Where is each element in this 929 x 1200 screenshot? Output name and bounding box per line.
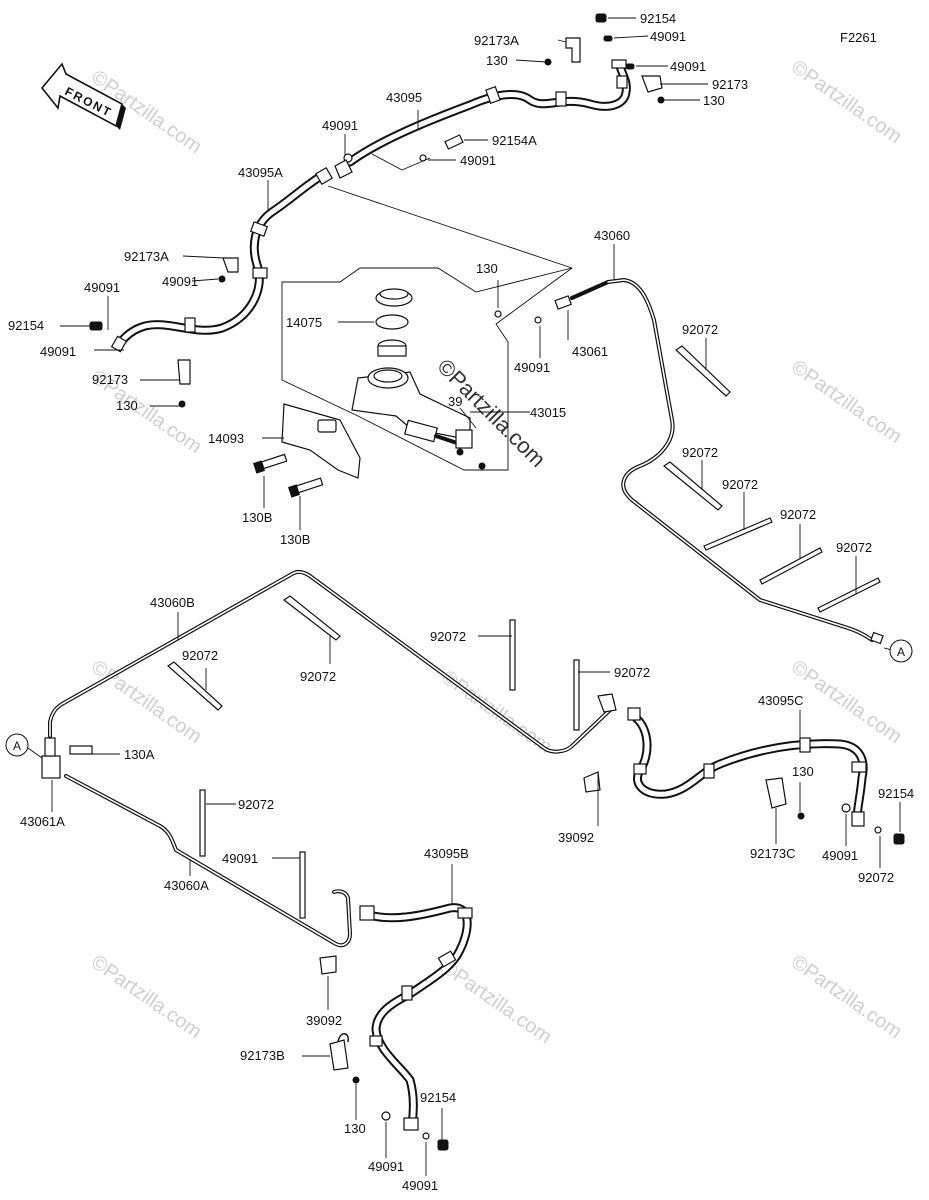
master-cylinder-leaders — [262, 280, 569, 530]
label-49091: 49091 — [368, 1159, 404, 1174]
part-labels: 92154 92173A 49091 130 49091 92173 130 4… — [8, 11, 914, 1193]
label-130: 130 — [792, 764, 814, 779]
watermark-layer: ©Partzilla.com ©Partzilla.com ©Partzilla… — [87, 56, 905, 1048]
label-39: 39 — [448, 394, 462, 409]
watermark: ©Partzilla.com — [87, 951, 205, 1043]
upper-leader-lines — [60, 17, 708, 407]
label-39092: 39092 — [306, 1013, 342, 1028]
watermark: ©Partzilla.com — [437, 956, 555, 1048]
watermark: ©Partzilla.com — [787, 951, 905, 1043]
label-92072: 92072 — [780, 507, 816, 522]
label-92072: 92072 — [722, 477, 758, 492]
label-43061a: 43061A — [20, 814, 65, 829]
label-49091: 49091 — [402, 1178, 438, 1193]
label-43060b: 43060B — [150, 595, 195, 610]
label-43015: 43015 — [530, 405, 566, 420]
label-92154: 92154 — [640, 11, 676, 26]
label-92072: 92072 — [430, 629, 466, 644]
label-92072: 49091 — [222, 851, 258, 866]
front-arrow-icon: FRONT — [40, 62, 126, 130]
label-49091: 49091 — [650, 29, 686, 44]
label-130: 130 — [486, 53, 508, 68]
label-92072: 92072 — [614, 665, 650, 680]
label-92154: 92154 — [8, 318, 44, 333]
label-43095: 43095 — [386, 90, 422, 105]
label-92154a: 92154A — [492, 133, 537, 148]
ref-a-right-text: A — [897, 645, 905, 659]
label-92072: 92072 — [300, 669, 336, 684]
label-92072: 92072 — [238, 797, 274, 812]
master-cylinder-group — [253, 185, 610, 498]
label-49091: 49091 — [84, 280, 120, 295]
label-130b: 130B — [280, 532, 310, 547]
upper-hose-43095a — [110, 166, 334, 353]
pipe-43060a — [64, 774, 352, 948]
hose-43095b — [359, 864, 473, 1131]
label-49091: 92072 — [858, 870, 894, 885]
label-49091: 130 — [476, 261, 498, 276]
label-92072: 92072 — [182, 648, 218, 663]
label-43060a: 43060A — [164, 878, 209, 893]
label-92173b: 92173B — [240, 1048, 285, 1063]
ref-a-left-text: A — [13, 739, 21, 753]
label-43095a: 43095A — [238, 165, 283, 180]
label-92173c: 92173C — [750, 846, 796, 861]
label-43061: 43061 — [572, 344, 608, 359]
label-14075: 14075 — [286, 315, 322, 330]
ref-point-a-left: A — [5, 733, 43, 759]
label-92173a: 92173A — [124, 249, 169, 264]
hose-43095c — [627, 707, 868, 827]
label-92072: 92072 — [836, 540, 872, 555]
clip-ties-lower — [167, 595, 610, 731]
label-92173a: 92173A — [474, 33, 519, 48]
diagram-code: F2261 — [840, 30, 877, 45]
label-130: 130 — [344, 1121, 366, 1136]
upper-brackets — [89, 13, 665, 408]
label-130b: 130B — [242, 510, 272, 525]
label-92072: 92072 — [682, 445, 718, 460]
label-92173: 92173 — [92, 372, 128, 387]
label-39092: 39092 — [558, 830, 594, 845]
label-92154: 92154 — [878, 786, 914, 801]
clip-ties — [662, 338, 881, 613]
upper-hose-43095 — [345, 59, 631, 167]
brackets-bottom — [302, 955, 449, 1176]
watermark: ©Partzilla.com — [787, 656, 905, 748]
label-130: 49091 — [162, 274, 198, 289]
label-92173: 92173 — [712, 77, 748, 92]
ref-point-a-right: A — [889, 639, 913, 663]
watermark: ©Partzilla.com — [87, 656, 205, 748]
label-92072: 92072 — [682, 322, 718, 337]
label-43060: 43060 — [594, 228, 630, 243]
label-130: 130 — [703, 93, 725, 108]
label-49091: 49091 — [822, 848, 858, 863]
watermark: ©Partzilla.com — [787, 56, 905, 148]
label-130: 130 — [116, 398, 138, 413]
label-49091: 49091 — [460, 153, 496, 168]
t-fitting-43061a — [41, 737, 120, 812]
label-49091: 49091 — [670, 59, 706, 74]
label-49091: 49091 — [322, 118, 358, 133]
pipe-43060 — [606, 244, 893, 651]
label-92154: 92154 — [420, 1090, 456, 1105]
watermark: ©Partzilla.com — [787, 356, 905, 448]
label-43095c: 43095C — [758, 693, 804, 708]
brackets-lower-right — [583, 693, 905, 868]
label-14093: 14093 — [208, 431, 244, 446]
label-49091: 49091 — [40, 344, 76, 359]
label-43095b: 43095B — [424, 846, 469, 861]
label-49091: 49091 — [514, 360, 550, 375]
label-130a: 130A — [124, 747, 155, 762]
